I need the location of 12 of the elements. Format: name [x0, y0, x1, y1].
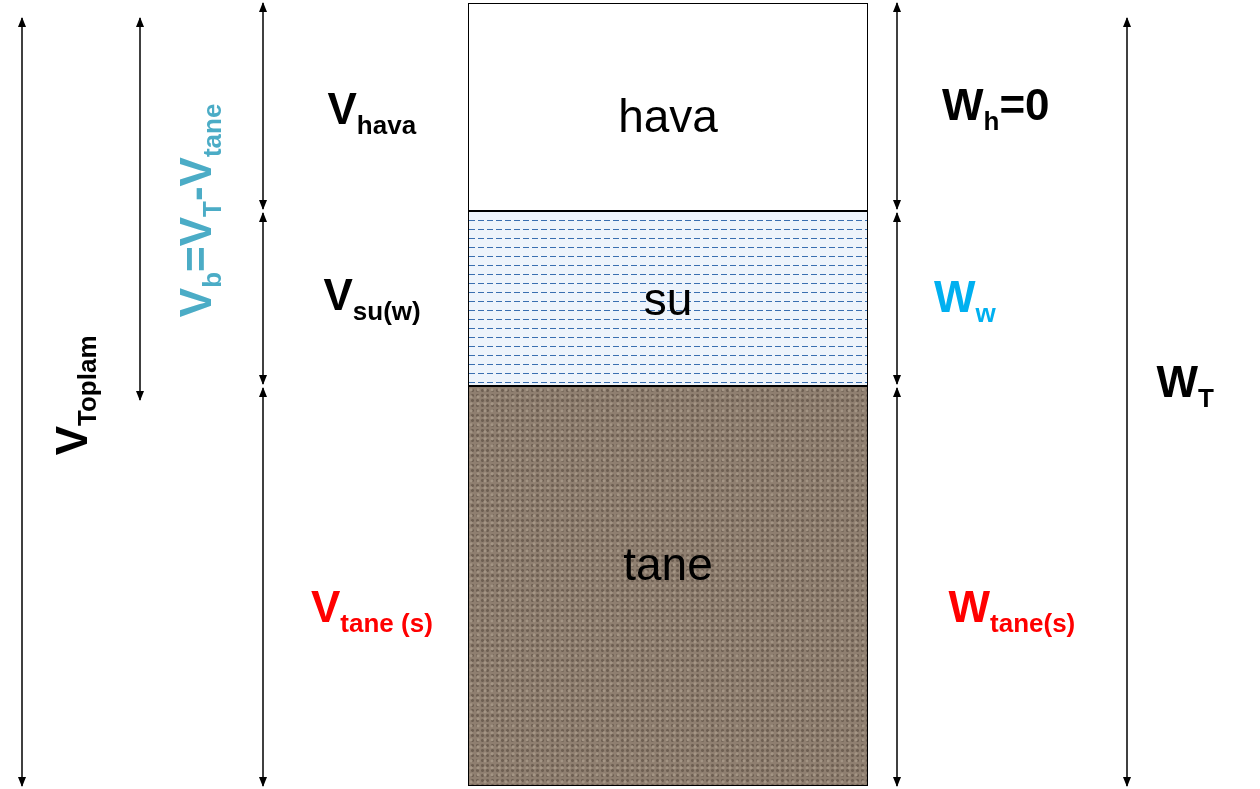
- layer-label: hava: [618, 89, 718, 143]
- weight-label: W$_{tane(s)}$: [948, 584, 1076, 636]
- layer-label: tane: [623, 537, 713, 591]
- volume-label: V$_{tane (s)}$: [311, 584, 433, 636]
- weight-label: W$_{T}$: [1156, 359, 1214, 411]
- volume-label: V$_{hava}$: [327, 86, 417, 138]
- volume-label: V$_{su(w)}$: [323, 272, 421, 324]
- soil-grain-layer: [468, 386, 868, 786]
- air-layer: [468, 3, 868, 211]
- weight-label: W$_{h}$=0: [942, 82, 1050, 134]
- water-layer: [468, 211, 868, 386]
- weight-label: W$_{w}$: [934, 274, 996, 326]
